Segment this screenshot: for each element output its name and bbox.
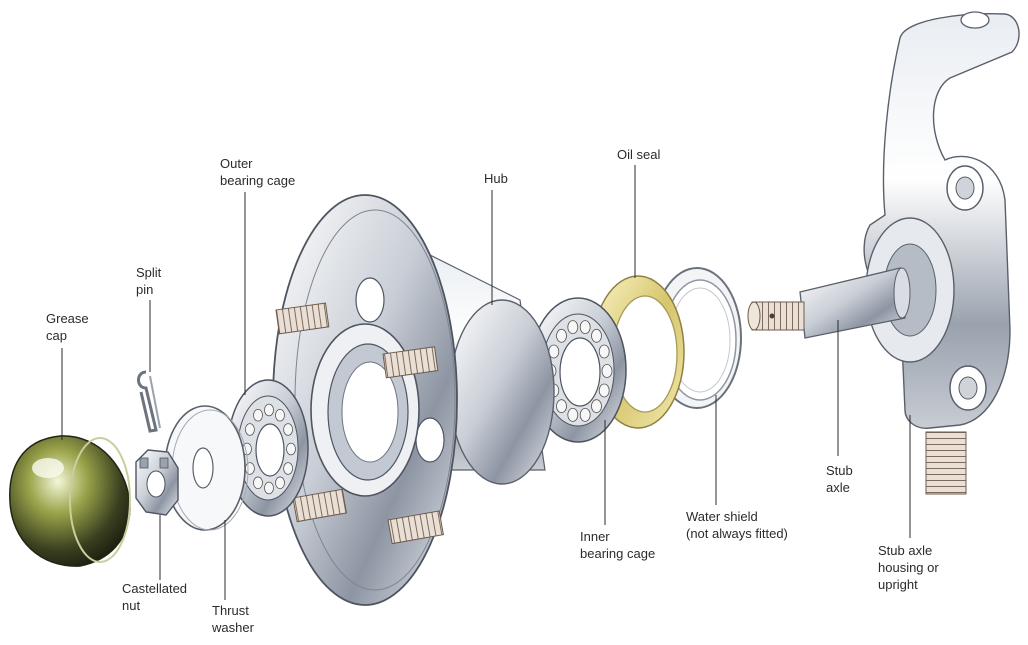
leader-lines bbox=[61, 165, 911, 600]
wheel-studs bbox=[275, 302, 444, 545]
label-stub-axle: Stub axle bbox=[826, 463, 853, 495]
bearing-roller bbox=[253, 476, 263, 490]
bearing-roller bbox=[579, 320, 591, 335]
bearing-roller bbox=[567, 320, 579, 335]
hub bbox=[272, 194, 555, 606]
label-outer-bearing-cage: Outer bearing cage bbox=[220, 156, 296, 188]
bearing-roller bbox=[244, 423, 255, 436]
stub-axle bbox=[747, 267, 911, 339]
bearing-roller bbox=[567, 407, 579, 422]
bearing-roller bbox=[264, 481, 274, 495]
label-inner-bearing-cage: Inner bearing cage bbox=[580, 529, 656, 561]
label-castellated-nut: Castellated nut bbox=[122, 581, 188, 613]
label-split-pin: Split pin bbox=[136, 265, 162, 297]
bearing-roller bbox=[598, 344, 610, 359]
bearing-roller bbox=[579, 407, 591, 422]
bearing-roller bbox=[264, 403, 274, 417]
bearing-roller bbox=[591, 399, 602, 414]
thrust-washer bbox=[164, 405, 249, 531]
label-hub: Hub bbox=[484, 171, 508, 186]
label-oil-seal: Oil seal bbox=[617, 147, 661, 162]
bearing-roller bbox=[283, 423, 294, 436]
bearing-roller bbox=[591, 328, 602, 343]
bearing-roller bbox=[601, 364, 613, 378]
grease-cap bbox=[9, 435, 131, 567]
label-thrust-washer: Thrust washer bbox=[212, 603, 254, 635]
outer-bearing bbox=[227, 379, 309, 517]
bearing-roller bbox=[556, 328, 567, 343]
bearing-roller bbox=[275, 408, 285, 422]
stub-axle-housing bbox=[863, 11, 1020, 495]
bearing-roller bbox=[556, 399, 567, 414]
label-water-shield: Water shield (not always fitted) bbox=[686, 509, 788, 541]
label-grease-cap: Grease cap bbox=[46, 311, 89, 343]
bearing-roller bbox=[283, 462, 294, 475]
bearing-roller bbox=[253, 408, 263, 422]
bearing-roller bbox=[275, 476, 285, 490]
castellated-nut bbox=[135, 449, 179, 516]
bearing-roller bbox=[286, 442, 296, 456]
label-stub-axle-housing: Stub axle housing or upright bbox=[878, 543, 939, 592]
bearing-roller bbox=[244, 462, 255, 475]
split-pin bbox=[137, 370, 161, 433]
bearing-roller bbox=[598, 383, 610, 398]
